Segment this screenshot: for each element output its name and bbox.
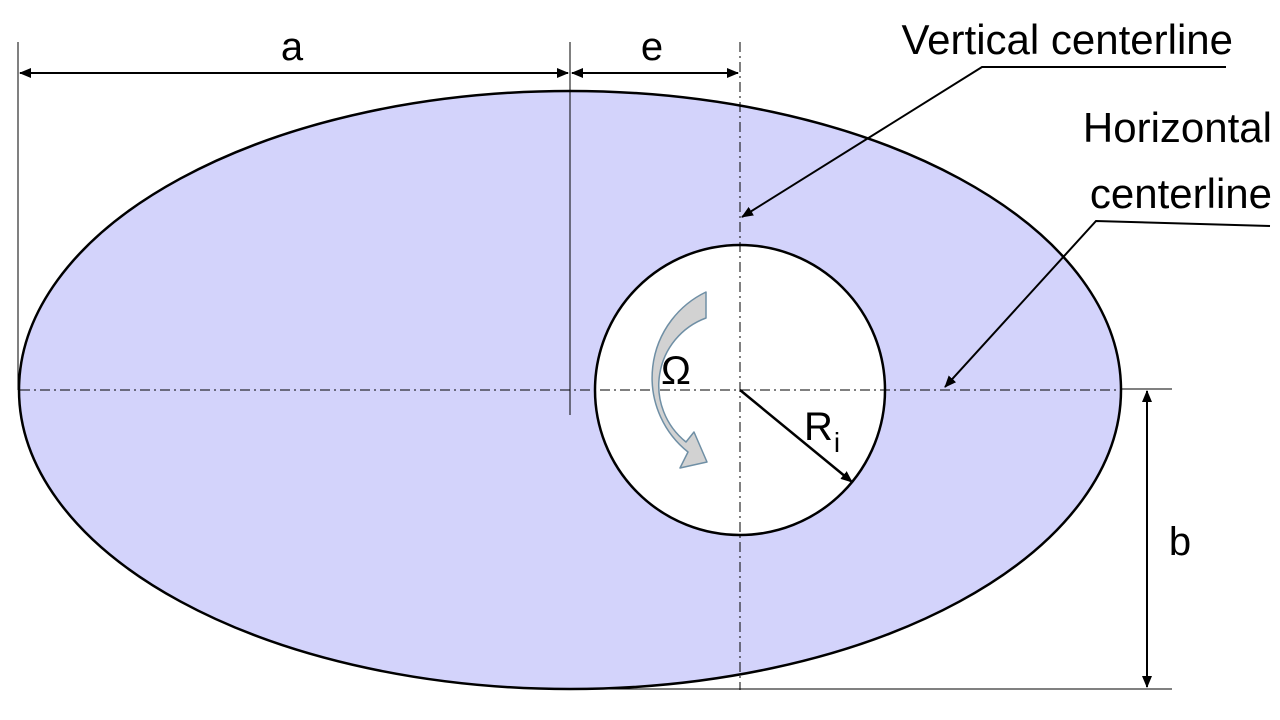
radius-subscript: i (834, 427, 840, 458)
label-horizontal-centerline-line1: Horizontal (1083, 104, 1272, 151)
rotation-arrow-icon (651, 291, 708, 469)
radius-line (739, 389, 853, 483)
vertical-centerline-leader (741, 66, 1226, 218)
label-horizontal-centerline-line2: centerline (1090, 170, 1272, 217)
horizontal-centerline-leader (944, 219, 1271, 388)
label-b: b (1169, 520, 1191, 564)
radius-main: R (804, 405, 833, 449)
label-omega: Ω (661, 349, 691, 393)
label-e: e (641, 25, 663, 69)
label-a: a (281, 25, 304, 69)
label-vertical-centerline: Vertical centerline (901, 16, 1233, 63)
label-radius: Ri (804, 405, 840, 458)
